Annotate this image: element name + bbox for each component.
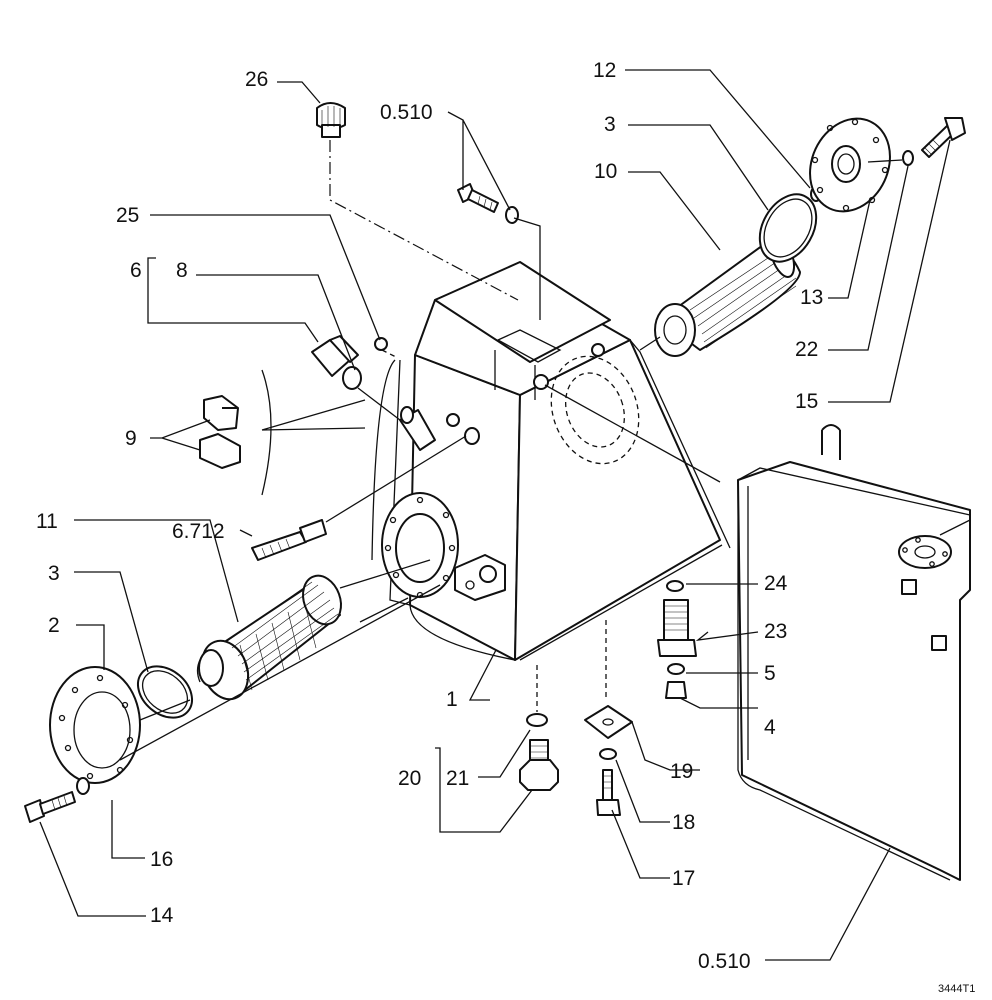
washer-22 — [902, 150, 914, 166]
callout-22: 22 — [795, 338, 818, 361]
vehicle-frame — [737, 424, 971, 881]
callout-6: 6 — [130, 259, 142, 282]
plug-25 — [374, 337, 388, 351]
callout-labels: 26 0.510 12 3 10 25 6 8 13 22 9 15 11 6.… — [36, 59, 975, 995]
bolt-15 — [921, 117, 966, 158]
frame-nut — [931, 635, 947, 651]
callout-13: 13 — [800, 286, 823, 309]
callout-0510-top: 0.510 — [380, 101, 433, 124]
callout-25: 25 — [116, 204, 139, 227]
callout-21: 21 — [446, 767, 469, 790]
plugs-9 — [199, 395, 241, 469]
callout-17: 17 — [672, 867, 695, 890]
callout-5: 5 — [764, 662, 776, 685]
flange-13 — [809, 117, 891, 213]
sensor-6712 — [251, 427, 480, 561]
washer-16 — [76, 777, 90, 795]
leader-9-target — [261, 399, 366, 431]
callout-3-left: 3 — [48, 562, 60, 585]
callout-10: 10 — [594, 160, 617, 183]
callout-18: 18 — [672, 811, 695, 834]
callout-16: 16 — [150, 848, 173, 871]
cover-2 — [49, 666, 141, 784]
callout-12: 12 — [593, 59, 616, 82]
bolt-17 — [596, 769, 621, 816]
callout-3-top: 3 — [604, 113, 616, 136]
callout-15: 15 — [795, 390, 818, 413]
leader-lines — [39, 69, 951, 961]
callout-11: 11 — [36, 510, 58, 533]
callout-24: 24 — [764, 572, 788, 595]
plate-19 — [584, 705, 633, 739]
callout-9: 9 — [125, 427, 137, 450]
bracket-9 — [261, 369, 272, 496]
drawing-code: 3444T1 — [938, 983, 975, 995]
frame-nut — [901, 579, 917, 595]
callout-6712: 6.712 — [172, 520, 225, 543]
tank-flange — [381, 492, 459, 599]
callout-8: 8 — [176, 259, 188, 282]
callout-14: 14 — [150, 904, 174, 927]
bolt-14 — [24, 791, 76, 823]
callout-23: 23 — [764, 620, 787, 643]
washer-18 — [599, 748, 617, 760]
seal-ring-3-top — [758, 193, 818, 263]
drain-plug-20 — [519, 739, 559, 791]
fitting-6-8 — [311, 335, 436, 451]
tank-body — [371, 261, 731, 661]
callout-4: 4 — [764, 716, 776, 739]
callout-1: 1 — [446, 688, 458, 711]
adapter-23 — [657, 599, 697, 657]
callout-20: 20 — [398, 767, 421, 790]
breather-26 — [316, 102, 346, 138]
oring-21 — [526, 713, 548, 727]
oring-5 — [667, 663, 685, 675]
frame-flange — [898, 535, 952, 569]
callout-26: 26 — [245, 68, 268, 91]
plug-4 — [665, 681, 687, 699]
assembly-lines — [119, 140, 903, 761]
filter-11 — [196, 574, 342, 701]
callout-0510-bottom: 0.510 — [698, 950, 751, 973]
callout-2: 2 — [48, 614, 60, 637]
bolt-0510-top — [457, 183, 519, 224]
oring-24 — [666, 580, 684, 592]
callout-19: 19 — [670, 760, 693, 783]
